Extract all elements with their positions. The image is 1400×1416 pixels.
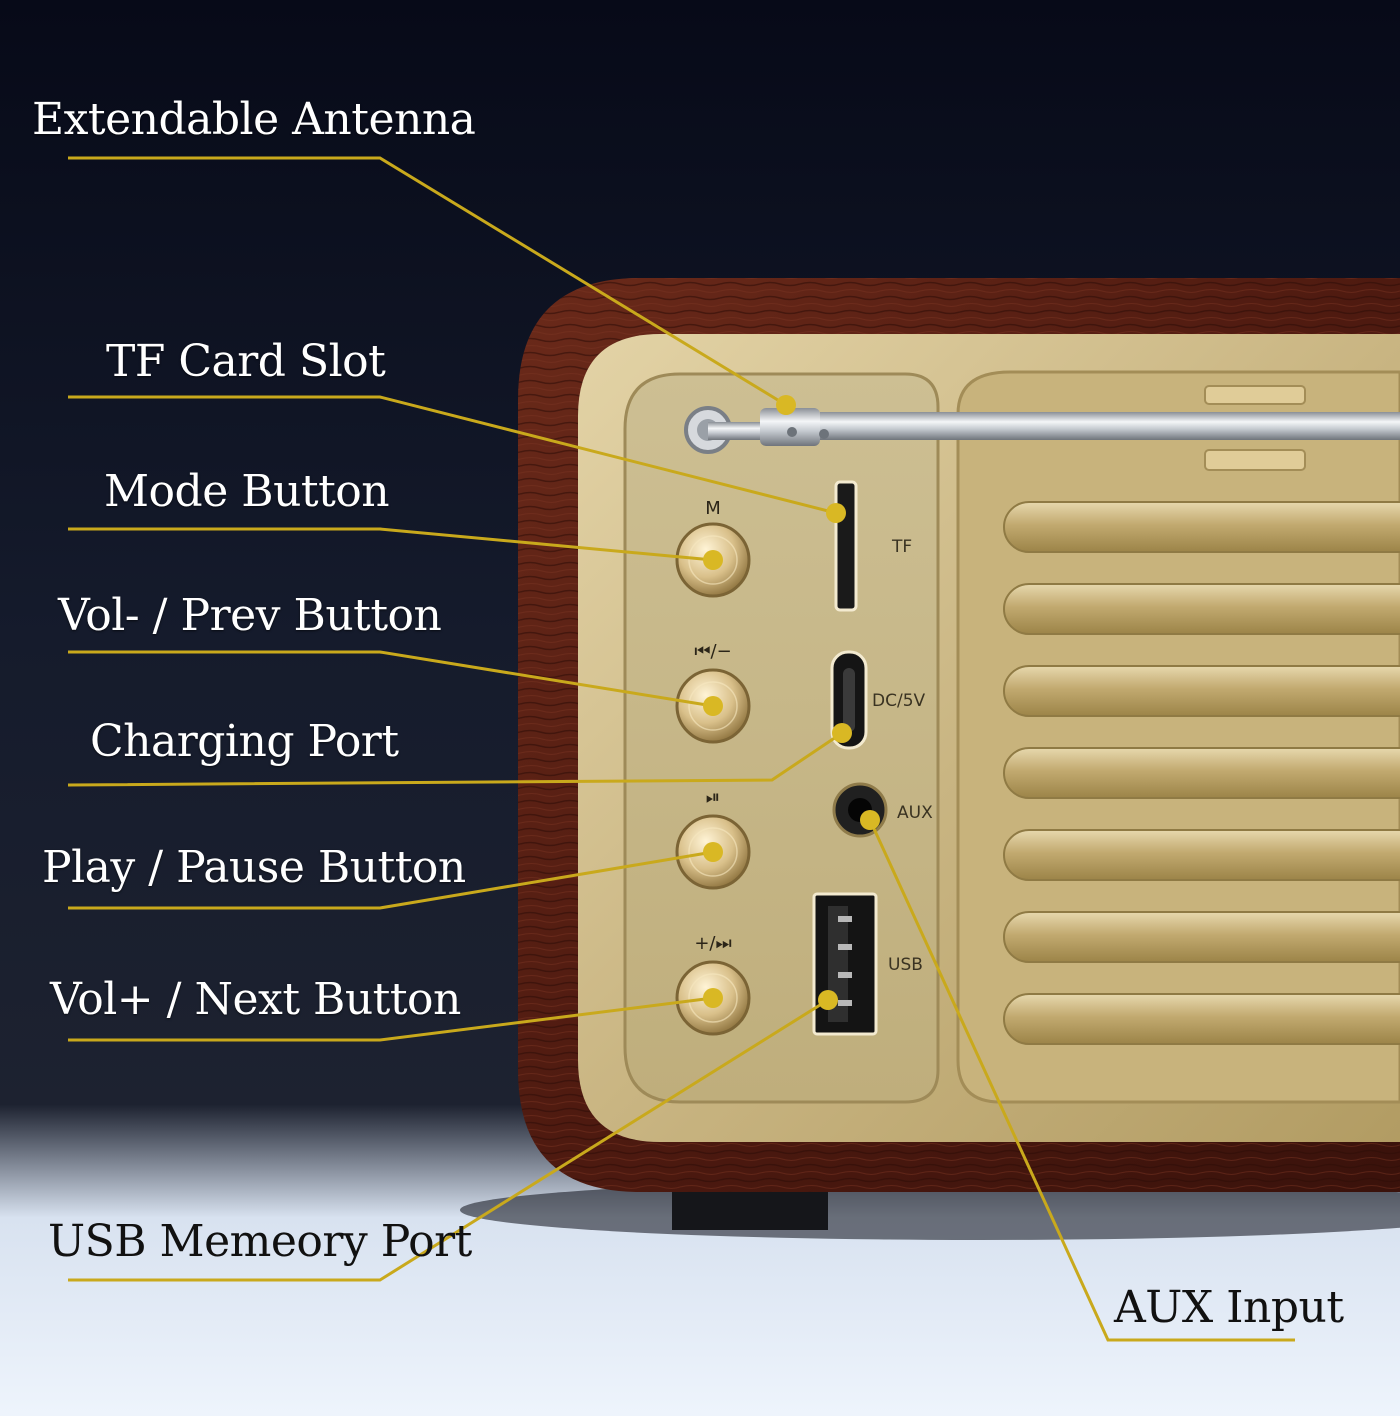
aux-port-label: AUX: [897, 803, 933, 823]
grille-slot: [1003, 911, 1400, 963]
leader-line-aux: [868, 819, 1295, 1342]
label-extendable-antenna: Extendable Antenna: [32, 94, 476, 145]
grille-slot: [1003, 583, 1400, 635]
label-vol-prev-button: Vol- / Prev Button: [58, 590, 442, 641]
telescopic-antenna: [684, 406, 1400, 454]
leader-line-mode: [68, 527, 714, 562]
callout-dots: [703, 395, 880, 1010]
leader-line-play-pause: [68, 850, 714, 910]
next-symbol: +/⏭: [694, 933, 731, 954]
leader-line-vol-next: [68, 996, 714, 1042]
grille-slot: [1003, 747, 1400, 799]
control-panel: [623, 372, 940, 1104]
speaker-grille: [956, 370, 1400, 1104]
dot-vol-prev: [703, 696, 723, 716]
leader-line-vol-prev: [68, 650, 714, 708]
label-tf-card-slot: TF Card Slot: [106, 336, 386, 387]
prev-symbol: ⏮/−: [694, 641, 731, 662]
tf-port-label: TF: [891, 537, 912, 557]
grille-slot: [1003, 829, 1400, 881]
grille-slot: [1003, 665, 1400, 717]
dot-mode: [703, 550, 723, 570]
dot-vol-next: [703, 988, 723, 1008]
label-usb-memeory-port: USB Memeory Port: [48, 1216, 472, 1267]
dc-port-label: DC/5V: [872, 691, 926, 711]
dot-usb: [818, 990, 838, 1010]
grille-slot: [1003, 501, 1400, 553]
leader-line-antenna: [68, 156, 787, 407]
leader-line-usb: [68, 998, 829, 1282]
dot-tf-card: [826, 503, 846, 523]
antenna-clip-lower: [1204, 449, 1306, 471]
usb-port-label: USB: [888, 955, 923, 975]
label-charging-port: Charging Port: [90, 716, 399, 767]
play-symbol: ⏯: [706, 787, 720, 808]
label-play-pause-button: Play / Pause Button: [42, 842, 466, 893]
dot-charging: [832, 723, 852, 743]
callout-lines: [67, 156, 1295, 1342]
tf-card-slot[interactable]: [834, 480, 858, 612]
dot-play-pause: [703, 842, 723, 862]
usb-a-port[interactable]: [812, 892, 878, 1036]
dot-antenna: [776, 395, 796, 415]
antenna-clip-upper: [1204, 385, 1306, 405]
leader-line-charging: [67, 731, 843, 787]
label-aux-input: AUX Input: [1114, 1282, 1344, 1333]
label-mode-button: Mode Button: [104, 466, 390, 517]
mode-symbol: M: [705, 498, 721, 519]
dot-aux: [860, 810, 880, 830]
grille-slot: [1003, 993, 1400, 1045]
label-vol-next-button: Vol+ / Next Button: [50, 974, 461, 1025]
aux-jack[interactable]: [832, 782, 888, 838]
leader-line-tf-card: [68, 395, 837, 515]
